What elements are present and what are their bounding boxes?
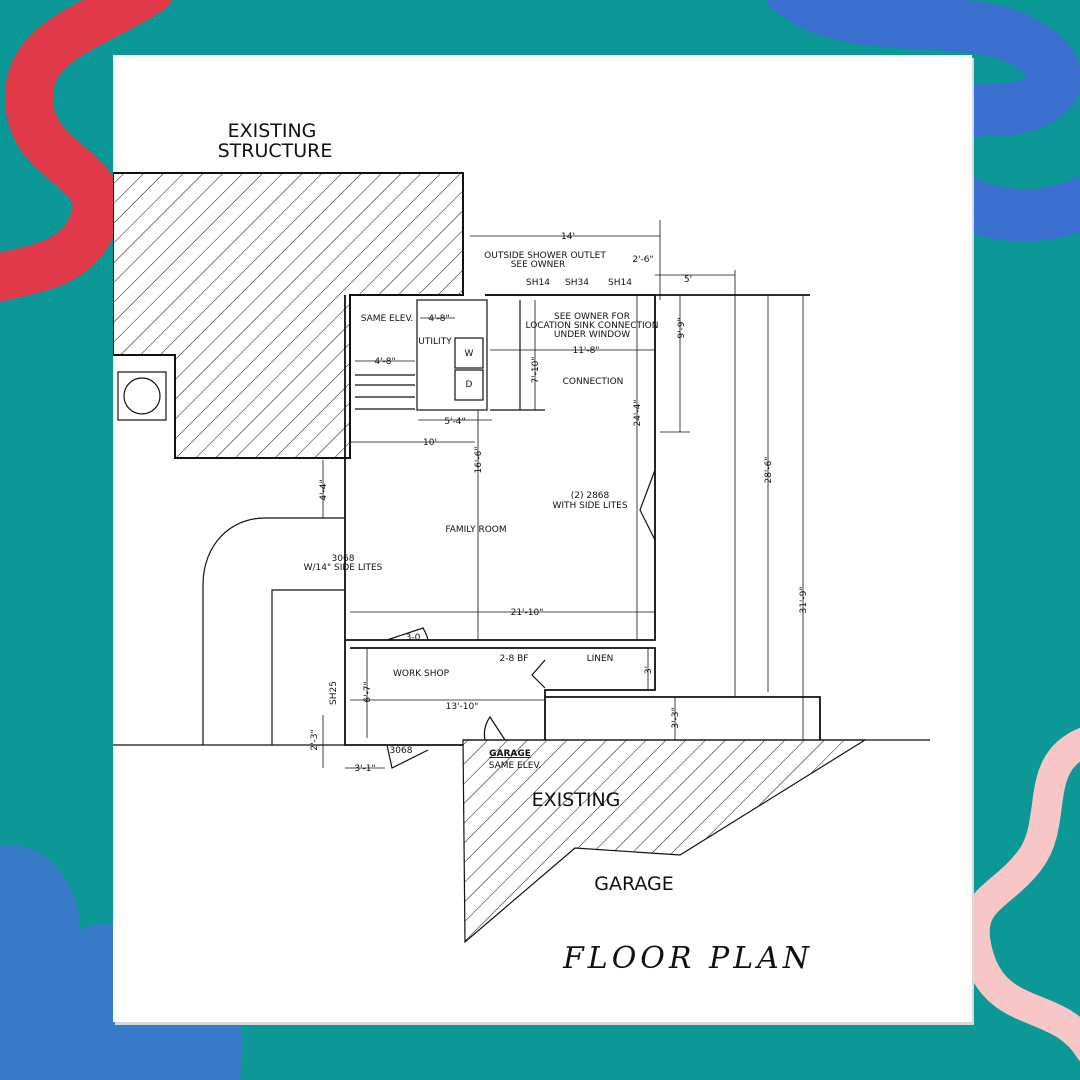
dryer-label: D (466, 380, 473, 390)
dim-21-10: 21'-10" (511, 608, 544, 618)
existing-structure-label: EXISTING (228, 120, 317, 142)
fan-icon (123, 377, 161, 415)
dimension-labels: 14' 2'-6" 5' 4'-8" 4'-8" 11'-8" 5'-4" 10… (310, 232, 809, 774)
existing-garage-label: EXISTING (532, 789, 621, 811)
dim-3: 3' (644, 666, 654, 674)
door-note: (2) 2868 (571, 491, 610, 501)
door-3-0-label: 3-0 (406, 633, 421, 643)
front-door-label-2: W/14" SIDE LITES (304, 563, 383, 573)
same-elev-label: SAME ELEV. (361, 314, 414, 324)
sink-note-2: LOCATION SINK CONNECTION (526, 321, 659, 331)
pink-squiggle (959, 727, 1080, 1062)
door-swing-3068 (386, 744, 429, 769)
work-shop-label: WORK SHOP (393, 669, 450, 679)
existing-garage-label-2: GARAGE (594, 873, 674, 895)
bifold-door (531, 659, 546, 689)
dim-4-4: 4'-4" (319, 479, 329, 500)
linen-label: LINEN (587, 654, 614, 664)
washer (454, 337, 484, 369)
dim-3-1: 3'-1" (354, 764, 375, 774)
window-sh25: SH25 (329, 681, 339, 705)
dim-4-8-a: 4'-8" (428, 314, 449, 324)
dim-31-9: 31'-9" (799, 586, 809, 613)
utility-room (416, 299, 488, 411)
garage-label: GARAGE (489, 749, 531, 759)
door-2-8-bf-label: 2-8 BF (500, 654, 529, 664)
sink-note-3: UNDER WINDOW (554, 330, 630, 340)
existing-structure-label-2: STRUCTURE (218, 140, 333, 162)
floor-plan-sheet: EXISTING STRUCTURE EXISTING GARAGE FLOOR… (112, 55, 972, 1022)
door-note-2: WITH SIDE LITES (552, 501, 627, 511)
floor-plan-drawing: EXISTING STRUCTURE EXISTING GARAGE FLOOR… (112, 120, 930, 976)
dim-24-4: 24'-4" (633, 399, 643, 426)
shower-note-2: SEE OWNER (511, 260, 566, 270)
window-sh34: SH34 (565, 278, 589, 288)
dim-2-3: 2'-3" (310, 729, 320, 750)
blue-dotted-squiggle (766, 0, 1080, 242)
door-swing-3-0 (386, 627, 429, 641)
sink-note: SEE OWNER FOR (554, 312, 630, 322)
shower-note: OUTSIDE SHOWER OUTLET (484, 251, 606, 261)
dim-7-10: 7'-10" (531, 356, 541, 383)
dim-6-7: 6'-7" (363, 681, 373, 702)
existing-structure (112, 172, 464, 459)
door-swing-2868 (639, 469, 656, 541)
connection-label: CONNECTION (563, 377, 624, 387)
dim-3-3: 3'-3" (671, 707, 681, 728)
dim-11-8: 11'-8" (572, 346, 599, 356)
dim-5: 5' (684, 275, 692, 285)
door-swing-garage (483, 715, 506, 741)
dim-13-10: 13'-10" (446, 702, 479, 712)
front-door-label: 3068 (332, 554, 355, 564)
family-room-label: FAMILY ROOM (445, 525, 506, 535)
red-dotted-squiggle (0, 0, 172, 303)
window-sh14-2: SH14 (608, 278, 632, 288)
dim-16-6: 16'-6" (474, 446, 484, 473)
dim-2-6: 2'-6" (632, 255, 653, 265)
dim-14: 14' (561, 232, 575, 242)
door-3068-label: 3068 (390, 746, 413, 756)
dryer (454, 369, 484, 401)
dim-28-6: 28'-6" (764, 456, 774, 483)
dim-10: 10' (423, 438, 437, 448)
window-sh14: SH14 (526, 278, 550, 288)
dim-9-9: 9'-9" (677, 317, 687, 338)
drawing-title: FLOOR PLAN (562, 941, 813, 976)
ac-unit (117, 371, 167, 421)
garage-same-elev-label: SAME ELEV. (489, 761, 542, 771)
utility-label: UTILITY (418, 337, 452, 347)
dim-4-8-b: 4'-8" (374, 357, 395, 367)
washer-label: W (465, 349, 474, 359)
dim-5-4: 5'-4" (444, 417, 465, 427)
